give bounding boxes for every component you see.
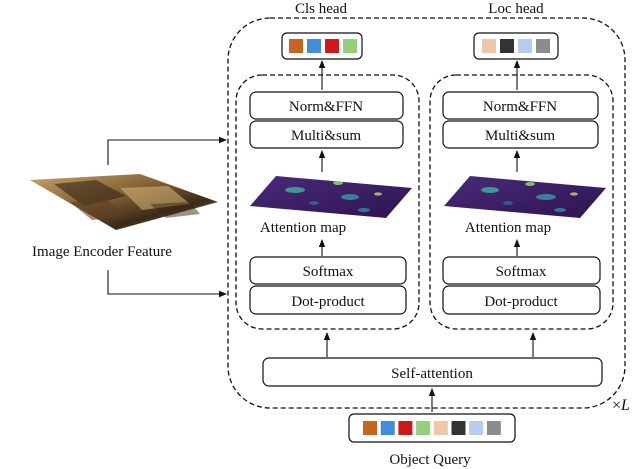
object-query-label: Object Query	[389, 452, 471, 468]
arrow-encoder-to-lower	[107, 270, 227, 298]
object-query-token-4	[416, 421, 431, 435]
loc-attention-map-label: Attention map	[465, 220, 551, 236]
loc-norm-ffn-label: Norm&FFN	[483, 99, 557, 115]
image-encoder-feature-label: Image Encoder Feature	[32, 244, 172, 260]
cls-norm-ffn-box	[249, 91, 404, 120]
loc-head-token-2	[500, 39, 514, 53]
object-query-token-1	[363, 421, 377, 435]
loc-head-token-3	[518, 39, 532, 53]
repeat-indicator: ×L	[612, 397, 630, 414]
cls-head-token-3	[325, 39, 339, 53]
cls-head-title: Cls head	[295, 1, 348, 17]
object-query-token-6	[451, 421, 466, 435]
cls-attention-map-label: Attention map	[260, 220, 346, 236]
cls-softmax-box	[249, 256, 407, 285]
outer-decoder-layer	[227, 17, 626, 409]
object-query-token-3	[398, 421, 413, 435]
self-attention-label: Self-attention	[391, 366, 473, 382]
cls-dot-product-box	[249, 285, 407, 315]
arrow-encoder-to-upper	[107, 136, 227, 165]
loc-multi-sum-box	[442, 120, 599, 149]
object-query-tokens	[363, 421, 501, 435]
image-encoder-feature	[30, 174, 218, 230]
loc-dot-product-box	[442, 285, 601, 315]
cls-head-token-1	[289, 39, 303, 53]
loc-head-title: Loc head	[488, 1, 544, 17]
cls-head-token-4	[343, 39, 357, 53]
loc-head-token-4	[536, 39, 550, 53]
loc-head-tokens	[482, 39, 550, 53]
cls-softmax-label: Softmax	[303, 264, 354, 280]
cls-head-token-2	[307, 39, 321, 53]
object-query-token-2	[380, 421, 395, 435]
cls-multi-sum-box	[249, 120, 404, 149]
object-query-token-5	[433, 421, 448, 435]
cls-multi-sum-label: Multi&sum	[291, 128, 361, 144]
loc-softmax-box	[442, 256, 601, 285]
loc-multi-sum-label: Multi&sum	[485, 128, 555, 144]
loc-norm-ffn-box	[442, 91, 599, 120]
loc-head-token-1	[482, 39, 496, 53]
loc-dot-product-label: Dot-product	[484, 294, 558, 310]
self-attention-box	[262, 357, 603, 387]
loc-attention-heatmap	[444, 176, 606, 218]
object-query-token-7	[469, 421, 484, 435]
cls-head-tokens	[289, 39, 357, 53]
cls-dot-product-label: Dot-product	[291, 294, 365, 310]
cls-branch-container	[235, 74, 420, 330]
loc-softmax-label: Softmax	[496, 264, 547, 280]
cls-norm-ffn-label: Norm&FFN	[289, 99, 363, 115]
object-query-token-8	[486, 421, 501, 435]
cls-attention-heatmap	[250, 176, 412, 218]
loc-branch-container	[429, 74, 614, 330]
